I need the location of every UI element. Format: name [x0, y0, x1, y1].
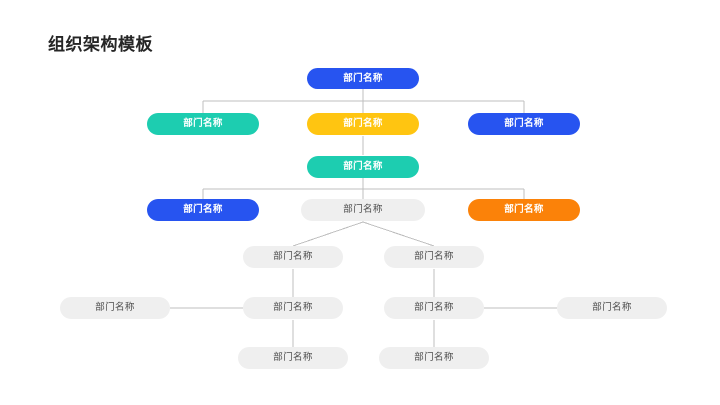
- org-node-level6-3[interactable]: 部门名称: [384, 297, 484, 319]
- org-node-level2-1[interactable]: 部门名称: [147, 113, 259, 135]
- org-node-level5-2[interactable]: 部门名称: [384, 246, 484, 268]
- org-node-level7-1[interactable]: 部门名称: [238, 347, 348, 369]
- org-node-level4-1[interactable]: 部门名称: [147, 199, 259, 221]
- page-title: 组织架构模板: [48, 35, 153, 54]
- org-node-level6-4[interactable]: 部门名称: [557, 297, 667, 319]
- org-node-level4-2[interactable]: 部门名称: [301, 199, 425, 221]
- org-node-level7-2[interactable]: 部门名称: [379, 347, 489, 369]
- org-node-level2-2[interactable]: 部门名称: [307, 113, 419, 135]
- org-node-level5-1[interactable]: 部门名称: [243, 246, 343, 268]
- org-node-level2-3[interactable]: 部门名称: [468, 113, 580, 135]
- org-node-level6-1[interactable]: 部门名称: [60, 297, 170, 319]
- org-node-level1-1[interactable]: 部门名称: [307, 68, 419, 89]
- org-node-level4-3[interactable]: 部门名称: [468, 199, 580, 221]
- connector-l4-to-l5-right: [362, 221, 435, 247]
- org-node-level6-2[interactable]: 部门名称: [243, 297, 343, 319]
- org-node-level3-1[interactable]: 部门名称: [307, 156, 419, 178]
- connector-l4-to-l5-left: [292, 221, 364, 247]
